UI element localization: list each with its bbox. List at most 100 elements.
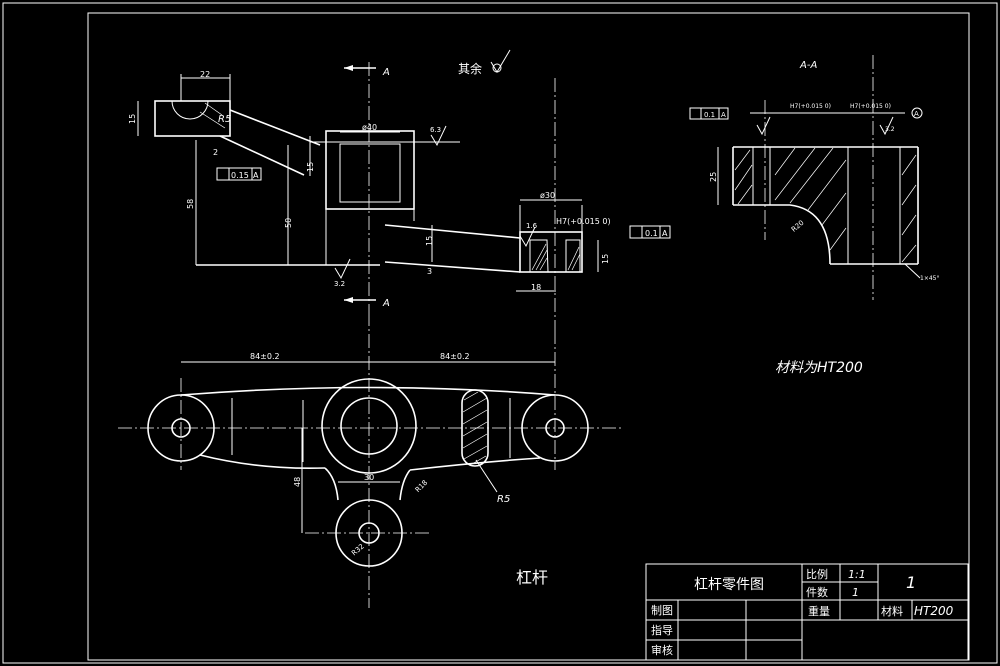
- arm-lower-edge: [219, 135, 305, 176]
- right-arm-upper: [384, 224, 521, 239]
- dim-50: 50: [284, 218, 293, 228]
- dim-dia40: ø40: [362, 123, 377, 132]
- hatch-group: [531, 243, 581, 271]
- roughness-symbol-1: [430, 125, 447, 147]
- arm-bottom-left: [199, 454, 326, 470]
- aa-roughness-2: [879, 116, 894, 136]
- lower-eye-hole: [358, 522, 380, 544]
- arm-upper-edge: [229, 109, 321, 146]
- dim-dia30: ø30: [540, 191, 555, 200]
- dim-18: 18: [531, 283, 541, 292]
- tb-drawn-label: 制图: [651, 604, 673, 617]
- aa-gtol-value: 0.1: [704, 111, 715, 119]
- aa-datum-circle: [911, 107, 923, 119]
- arm-bottom-right: [409, 457, 541, 471]
- aa-chamfer: 1×45°: [920, 275, 939, 282]
- dim-84-left: 84±0.2: [250, 352, 280, 361]
- tb-title: 杠杆零件图: [694, 577, 764, 593]
- dim-15-hub: 15: [425, 236, 434, 246]
- lower-web-left: [324, 467, 339, 501]
- tb-weight-label: 重量: [808, 604, 830, 618]
- dim-48: 48: [293, 477, 302, 487]
- tb-scale-value: 1:1: [848, 568, 866, 581]
- left-boss-bore: [171, 100, 209, 120]
- dim-84-right: 84±0.2: [440, 352, 470, 361]
- tb-sheet-number: 1: [906, 573, 916, 592]
- section-a-a-view: A-A 25 H7(+0.015 0) H7(+0.015 0) 0.: [689, 55, 939, 300]
- cut-arrow-top: [344, 65, 353, 71]
- left-boss: [154, 100, 231, 137]
- dim-58: 58: [186, 199, 195, 209]
- section-letter-top: A: [382, 67, 390, 78]
- dim-15-left: 15: [128, 114, 137, 124]
- revolved-section: [461, 389, 489, 467]
- aa-dim-bore-small: H7(+0.015 0): [790, 103, 831, 110]
- tb-material-label: 材料: [881, 604, 903, 618]
- dim-15-right: 15: [601, 254, 610, 264]
- material-note: 材料为HT200: [775, 360, 863, 376]
- hub-hole: [340, 397, 398, 455]
- lower-eye-outer: [335, 499, 403, 567]
- inner-frame: [87, 12, 970, 661]
- gtol-value-015: 0.15: [231, 171, 249, 180]
- dim-30: 30: [364, 473, 374, 482]
- dim-2: 2: [213, 148, 218, 157]
- hatch: [204, 102, 223, 116]
- r5-leader: [475, 459, 498, 493]
- tb-scale-label: 比例: [806, 567, 828, 581]
- aa-dim-25: 25: [709, 172, 718, 182]
- roughness-16: 1.6: [526, 222, 538, 230]
- left-eye-hole: [171, 418, 191, 438]
- aa-datum-letter: A: [914, 110, 919, 118]
- lower-web-right: [399, 469, 411, 501]
- aa-radius-r20: R20: [790, 219, 806, 234]
- dim-3: 3: [427, 267, 432, 276]
- right-boss: [519, 231, 583, 273]
- right-eye-hole: [545, 418, 565, 438]
- tb-guide-label: 指导: [651, 623, 673, 637]
- dim-r32: R32: [350, 542, 366, 557]
- radius-r5-plan: R5: [497, 494, 510, 505]
- aa-gtol-frame: [689, 107, 729, 120]
- gtol-frame-015: [216, 167, 262, 181]
- gtol-datum-1: A: [253, 171, 259, 180]
- right-boss-hatch-right: [565, 239, 581, 273]
- roughness-symbol-3: [519, 226, 536, 248]
- cut-arrow-bottom: [344, 297, 353, 303]
- hatch: [199, 111, 226, 129]
- dim-h7: H7(+0.015 0): [556, 217, 611, 226]
- arm-top-edge: [180, 386, 556, 396]
- dim-15-mid: 15: [306, 162, 315, 172]
- aa-roughness-value: 3.2: [885, 126, 895, 133]
- part-name: 杠杆: [516, 568, 548, 587]
- surface-note: 其余: [458, 61, 482, 76]
- aa-roughness-1: [756, 116, 771, 136]
- aa-hatching: [734, 147, 917, 263]
- dim-22: 22: [200, 70, 210, 79]
- right-boss-hatch-left: [529, 239, 549, 273]
- tb-material-value: HT200: [914, 604, 954, 618]
- revolved-hatch: [462, 391, 488, 465]
- roughness-symbol-2: [334, 258, 351, 280]
- gtol-value-01: 0.1: [645, 229, 658, 238]
- dim-r18: R18: [414, 479, 429, 494]
- hub-body: [325, 130, 415, 210]
- surface-check-symbol: [490, 49, 511, 73]
- section-letter-bottom: A: [382, 298, 390, 309]
- aa-gtol-datum: A: [721, 111, 726, 119]
- roughness-32: 3.2: [334, 280, 345, 288]
- roughness-63: 6.3: [430, 126, 441, 134]
- gtol-frame-01: [629, 225, 671, 239]
- right-arm-lower: [384, 261, 521, 273]
- tb-review-label: 审核: [651, 643, 673, 657]
- aa-chamfer-leader: [904, 263, 921, 279]
- section-a-a-label: A-A: [799, 60, 817, 71]
- aa-dim-bore-large: H7(+0.015 0): [850, 103, 891, 110]
- radius-r5-front: R5: [218, 114, 231, 125]
- gtol-datum-2: A: [662, 229, 668, 238]
- hub-bore: [339, 143, 401, 203]
- aa-fillet-r20: [789, 204, 831, 265]
- title-block-frame: [645, 563, 969, 661]
